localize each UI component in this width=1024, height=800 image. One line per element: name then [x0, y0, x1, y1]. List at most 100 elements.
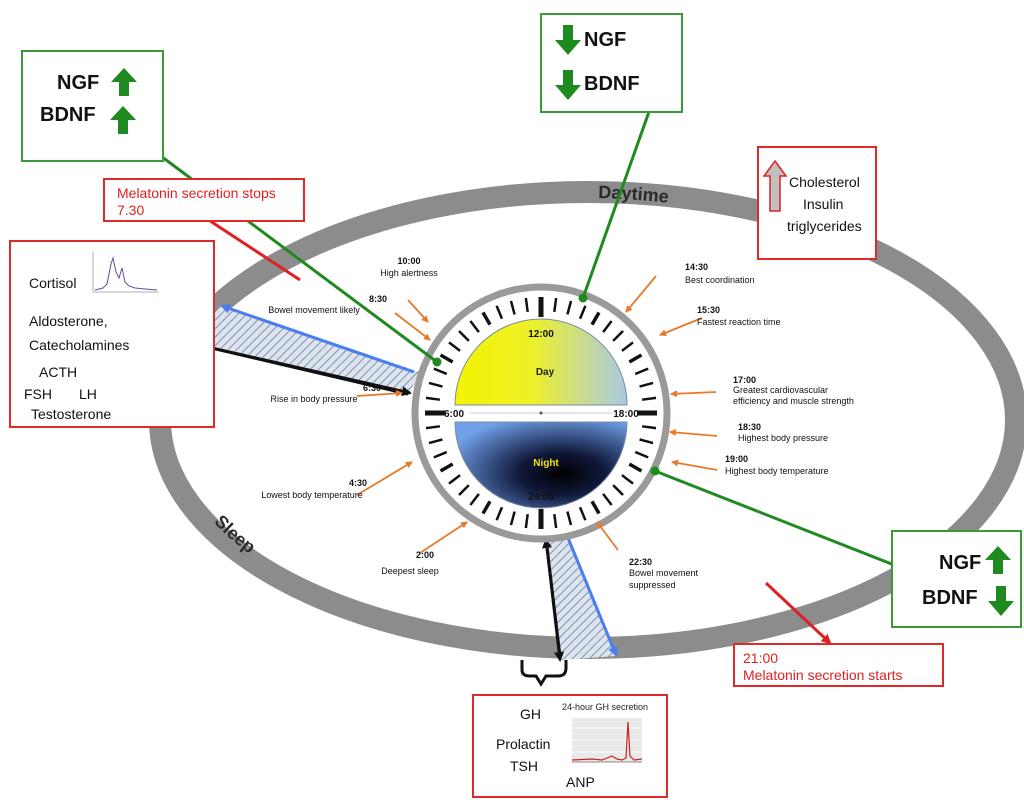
clock-tick	[448, 341, 461, 352]
aldosterone-label: Aldosterone,	[29, 313, 108, 329]
clock-tick	[634, 450, 649, 459]
clock-tick	[425, 396, 441, 401]
melatonin-start-text: Melatonin secretion starts	[743, 667, 903, 683]
acth-label: ACTH	[39, 364, 78, 380]
gh-chart-title: 24-hour GH secretion	[562, 702, 649, 712]
event-label: Lowest body temperature	[261, 490, 363, 500]
ngf-bdnf-box-noon: NGF BDNF	[540, 13, 683, 113]
cholesterol-label: Cholesterol	[789, 174, 860, 190]
cortisol-mini-chart	[85, 248, 163, 300]
clock-tick	[495, 305, 504, 320]
event-label: Fastest reaction time	[697, 317, 781, 327]
red-arrow-melatonin-start	[764, 581, 832, 645]
bdnf-label: BDNF	[40, 104, 96, 126]
clock-tick	[621, 474, 634, 485]
event-arrow	[671, 459, 718, 471]
clock-tick	[566, 300, 573, 315]
event-label: Bowel movement	[629, 568, 699, 578]
clock-ticks	[425, 297, 657, 529]
clock-tick	[553, 513, 558, 529]
event-time: 8:30	[369, 294, 387, 304]
melatonin-start-time: 21:00	[743, 650, 779, 666]
event-time: 4:30	[349, 478, 367, 488]
clock-tick	[509, 300, 516, 315]
clock-tick	[481, 500, 492, 515]
clock-tick	[448, 474, 461, 485]
anp-label: ANP	[566, 774, 595, 790]
melatonin-start-box: 21:00 Melatonin secretion starts	[733, 643, 944, 687]
cholesterol-box: Cholesterol Insulin triglycerides	[757, 146, 877, 260]
clock-tick	[458, 484, 470, 496]
clock-tick	[439, 353, 454, 364]
green-connector-noon	[581, 90, 659, 299]
lh-label: LH	[79, 386, 97, 402]
night-wedge-blue-arrow	[564, 532, 618, 657]
event-arrow	[419, 521, 468, 554]
melatonin-stop-text: Melatonin secretion stops	[117, 185, 276, 201]
green-connector-evening	[654, 469, 914, 574]
clock-tick	[641, 425, 657, 430]
clock: 12:00 6:00 18:00 24:00 Day Night	[411, 283, 671, 543]
event-arrow	[356, 461, 413, 496]
event-time: 15:30	[697, 305, 720, 315]
clock-tick	[602, 320, 613, 333]
clock-tick	[428, 381, 443, 388]
event-arrow	[356, 389, 403, 397]
bdnf-down-arrow-icon	[988, 586, 1014, 616]
clock-center-dot	[539, 411, 543, 415]
fsh-label: FSH	[24, 386, 52, 402]
event-label: Highest body pressure	[738, 433, 828, 443]
clock-tick	[578, 305, 587, 320]
clock-tick	[469, 493, 480, 506]
event-time: 10:00	[397, 256, 420, 266]
green-dot-evening	[650, 466, 660, 476]
event-arrow	[596, 521, 619, 551]
day-half	[454, 318, 628, 406]
ngf-up-arrow-icon	[111, 68, 137, 96]
event-label-line2: efficiency and muscle strength	[733, 396, 854, 406]
event-label: High alertness	[380, 268, 438, 278]
bdnf-label: BDNF	[922, 587, 978, 609]
clock-tick	[495, 506, 504, 521]
gh-mini-chart	[571, 718, 643, 763]
clock-tick	[509, 511, 516, 526]
night-wedge	[546, 532, 616, 660]
ngf-up-arrow-icon	[985, 546, 1011, 574]
event-label: Deepest sleep	[381, 566, 439, 576]
clock-tick	[590, 500, 601, 515]
clock-18: 18:00	[613, 409, 639, 420]
clock-tick	[602, 493, 613, 506]
cortisol-label: Cortisol	[29, 275, 77, 291]
night-bracket	[520, 660, 568, 687]
prolactin-label: Prolactin	[496, 736, 551, 752]
event-arrow	[394, 312, 431, 341]
ngf-label: NGF	[57, 72, 100, 94]
clock-tick	[612, 330, 624, 342]
clock-24: 24:00	[528, 492, 554, 503]
clock-tick	[628, 353, 643, 364]
hollow-up-arrow-icon	[763, 160, 787, 212]
event-arrow	[670, 390, 717, 398]
event-label-line2: suppressed	[629, 580, 676, 590]
clock-tick	[639, 438, 654, 445]
red-arrow-melatonin-stop	[196, 211, 301, 282]
event-time: 6:30	[363, 383, 381, 393]
event-time: 18:30	[738, 422, 761, 432]
ngf-bdnf-box-morning: NGF BDNF	[21, 50, 164, 162]
green-dot-noon	[578, 293, 588, 303]
event-arrow	[659, 317, 703, 336]
clock-tick	[634, 367, 649, 376]
event-label: Highest body temperature	[725, 466, 829, 476]
event-time: 17:00	[733, 375, 756, 385]
gh-label: GH	[520, 706, 541, 722]
event-time: 22:30	[629, 557, 652, 567]
insulin-label: Insulin	[803, 196, 844, 212]
melatonin-stop-time: 7.30	[117, 202, 145, 218]
event-label: Bowel movement likely	[268, 305, 360, 315]
event-arrow	[407, 299, 429, 323]
clock-tick	[428, 438, 443, 445]
clock-tick	[590, 311, 601, 326]
bdnf-down-arrow-icon	[555, 70, 581, 100]
morning-wedge	[186, 305, 420, 392]
